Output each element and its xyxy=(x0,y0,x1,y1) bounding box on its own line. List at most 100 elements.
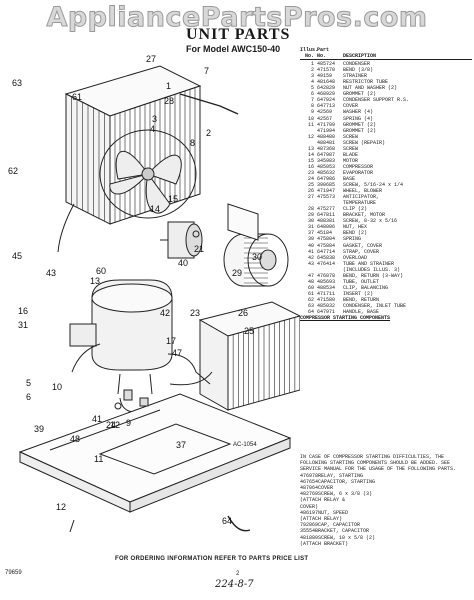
starting-part-row: 792869CAP, CAPACITOR xyxy=(300,522,470,528)
part-description: NUT, HEX xyxy=(343,224,368,231)
part-description: WASHER (4) xyxy=(343,109,374,116)
part-number: 475884 xyxy=(317,242,336,249)
drawing-number: AC-1054 xyxy=(233,442,257,448)
callout-number: 13 xyxy=(90,276,100,286)
evaporator-coil-illustration xyxy=(198,301,300,411)
part-illus-no: 10 xyxy=(307,115,314,122)
part-description: BEND, RETURN xyxy=(343,296,380,303)
callout-number: 21 xyxy=(194,244,204,254)
callout-number: 27 xyxy=(146,54,156,64)
part-number: 471570 xyxy=(317,67,336,74)
callout-number: 43 xyxy=(46,268,56,278)
part-illus-no: 63 xyxy=(307,302,314,309)
part-description: SCREW, 5/16-24 x 1/4 xyxy=(343,182,404,189)
part-description: WHEEL, BLOWER xyxy=(343,188,383,195)
part-illus-no: 5 xyxy=(310,85,314,92)
callout-number: 5 xyxy=(26,378,31,388)
part-illus-no: 8 xyxy=(310,103,314,110)
starting-part-number: 35554 xyxy=(300,528,316,535)
callout-number: 2 xyxy=(206,128,211,138)
part-illus-no: 25 xyxy=(307,182,314,189)
part-description: TEMPERATURE xyxy=(343,200,377,207)
part-number: 485632 xyxy=(317,169,336,176)
callout-number: 40 xyxy=(178,258,188,268)
header-description: DESCRIPTION xyxy=(343,53,377,60)
part-illus-no: 39 xyxy=(307,236,314,243)
part-number: 42569 xyxy=(317,109,333,116)
part-number: 471709 xyxy=(317,121,336,128)
starting-part-row: 486197NUT, SPEED xyxy=(300,510,470,516)
starting-part-row: (ATTACH BRACKET) xyxy=(300,541,470,547)
part-description: GASKET, COVER xyxy=(343,242,383,249)
part-number: 488480 xyxy=(317,133,336,140)
starting-part-description: (ATTACH RELAY & xyxy=(300,497,346,504)
part-description: BEND, RETURN (3-WAY) xyxy=(343,272,404,279)
part-illus-no: 26 xyxy=(307,188,314,195)
handwritten-note: 224-8-7 xyxy=(215,579,254,590)
part-description: BASE xyxy=(343,175,356,182)
part-number: 471711 xyxy=(317,290,336,297)
part-illus-no: 47 xyxy=(307,272,314,279)
part-number: 488481 xyxy=(317,139,336,146)
callout-number: 29 xyxy=(232,268,242,278)
starting-part-number: 792869 xyxy=(300,522,319,529)
part-number: 390685 xyxy=(317,182,336,189)
starting-part-description: (ATTACH BRACKET) xyxy=(300,540,349,547)
callout-number: 62 xyxy=(8,166,18,176)
part-description: BEND (2) xyxy=(343,230,368,237)
part-number: 645838 xyxy=(317,254,336,261)
callout-number: 16 xyxy=(18,306,28,316)
callout-number: 48 xyxy=(70,434,80,444)
part-illus-no: 15 xyxy=(307,157,314,164)
model-line: For Model AWC150-40 xyxy=(186,44,281,54)
starting-part-description: CAPACITOR, STARTING xyxy=(318,478,376,485)
part-illus-no: 64 xyxy=(307,309,314,316)
callout-number: 61 xyxy=(72,92,82,102)
part-illus-no: 40 xyxy=(307,242,314,249)
part-number: 647971 xyxy=(317,309,336,316)
part-number: 647987 xyxy=(317,151,336,158)
callout-number: 4 xyxy=(150,124,155,134)
part-number: 642829 xyxy=(317,85,336,92)
part-number: 648006 xyxy=(317,224,336,231)
part-description: SPRING (4) xyxy=(343,115,374,122)
part-illus-no: 41 xyxy=(307,248,314,255)
callout-number: 12 xyxy=(56,502,66,512)
callout-number: 37 xyxy=(176,440,186,450)
callout-number: 30 xyxy=(252,252,262,262)
part-description: NUT AND WASHER (2) xyxy=(343,85,398,92)
part-description: SCREW xyxy=(343,145,359,152)
callout-number: 39 xyxy=(34,424,44,434)
part-illus-no: 7 xyxy=(310,97,314,104)
starting-part-number: 481880 xyxy=(300,534,319,541)
parts-row: TEMPERATURE xyxy=(300,200,472,206)
fan-blade-illustration xyxy=(99,129,197,219)
part-illus-no: 28 xyxy=(307,206,314,213)
part-description: INSERT (2) xyxy=(343,290,374,297)
part-number: 475277 xyxy=(317,206,336,213)
part-description: BEND (3/8) xyxy=(343,67,374,74)
callout-number: 41 xyxy=(92,414,102,424)
starting-part-description: COVER xyxy=(318,485,334,492)
callout-number: 8 xyxy=(190,138,195,148)
part-number: 475573 xyxy=(317,194,336,201)
part-illus-no: 9 xyxy=(310,109,314,116)
part-illus-no: 48 xyxy=(307,278,314,285)
